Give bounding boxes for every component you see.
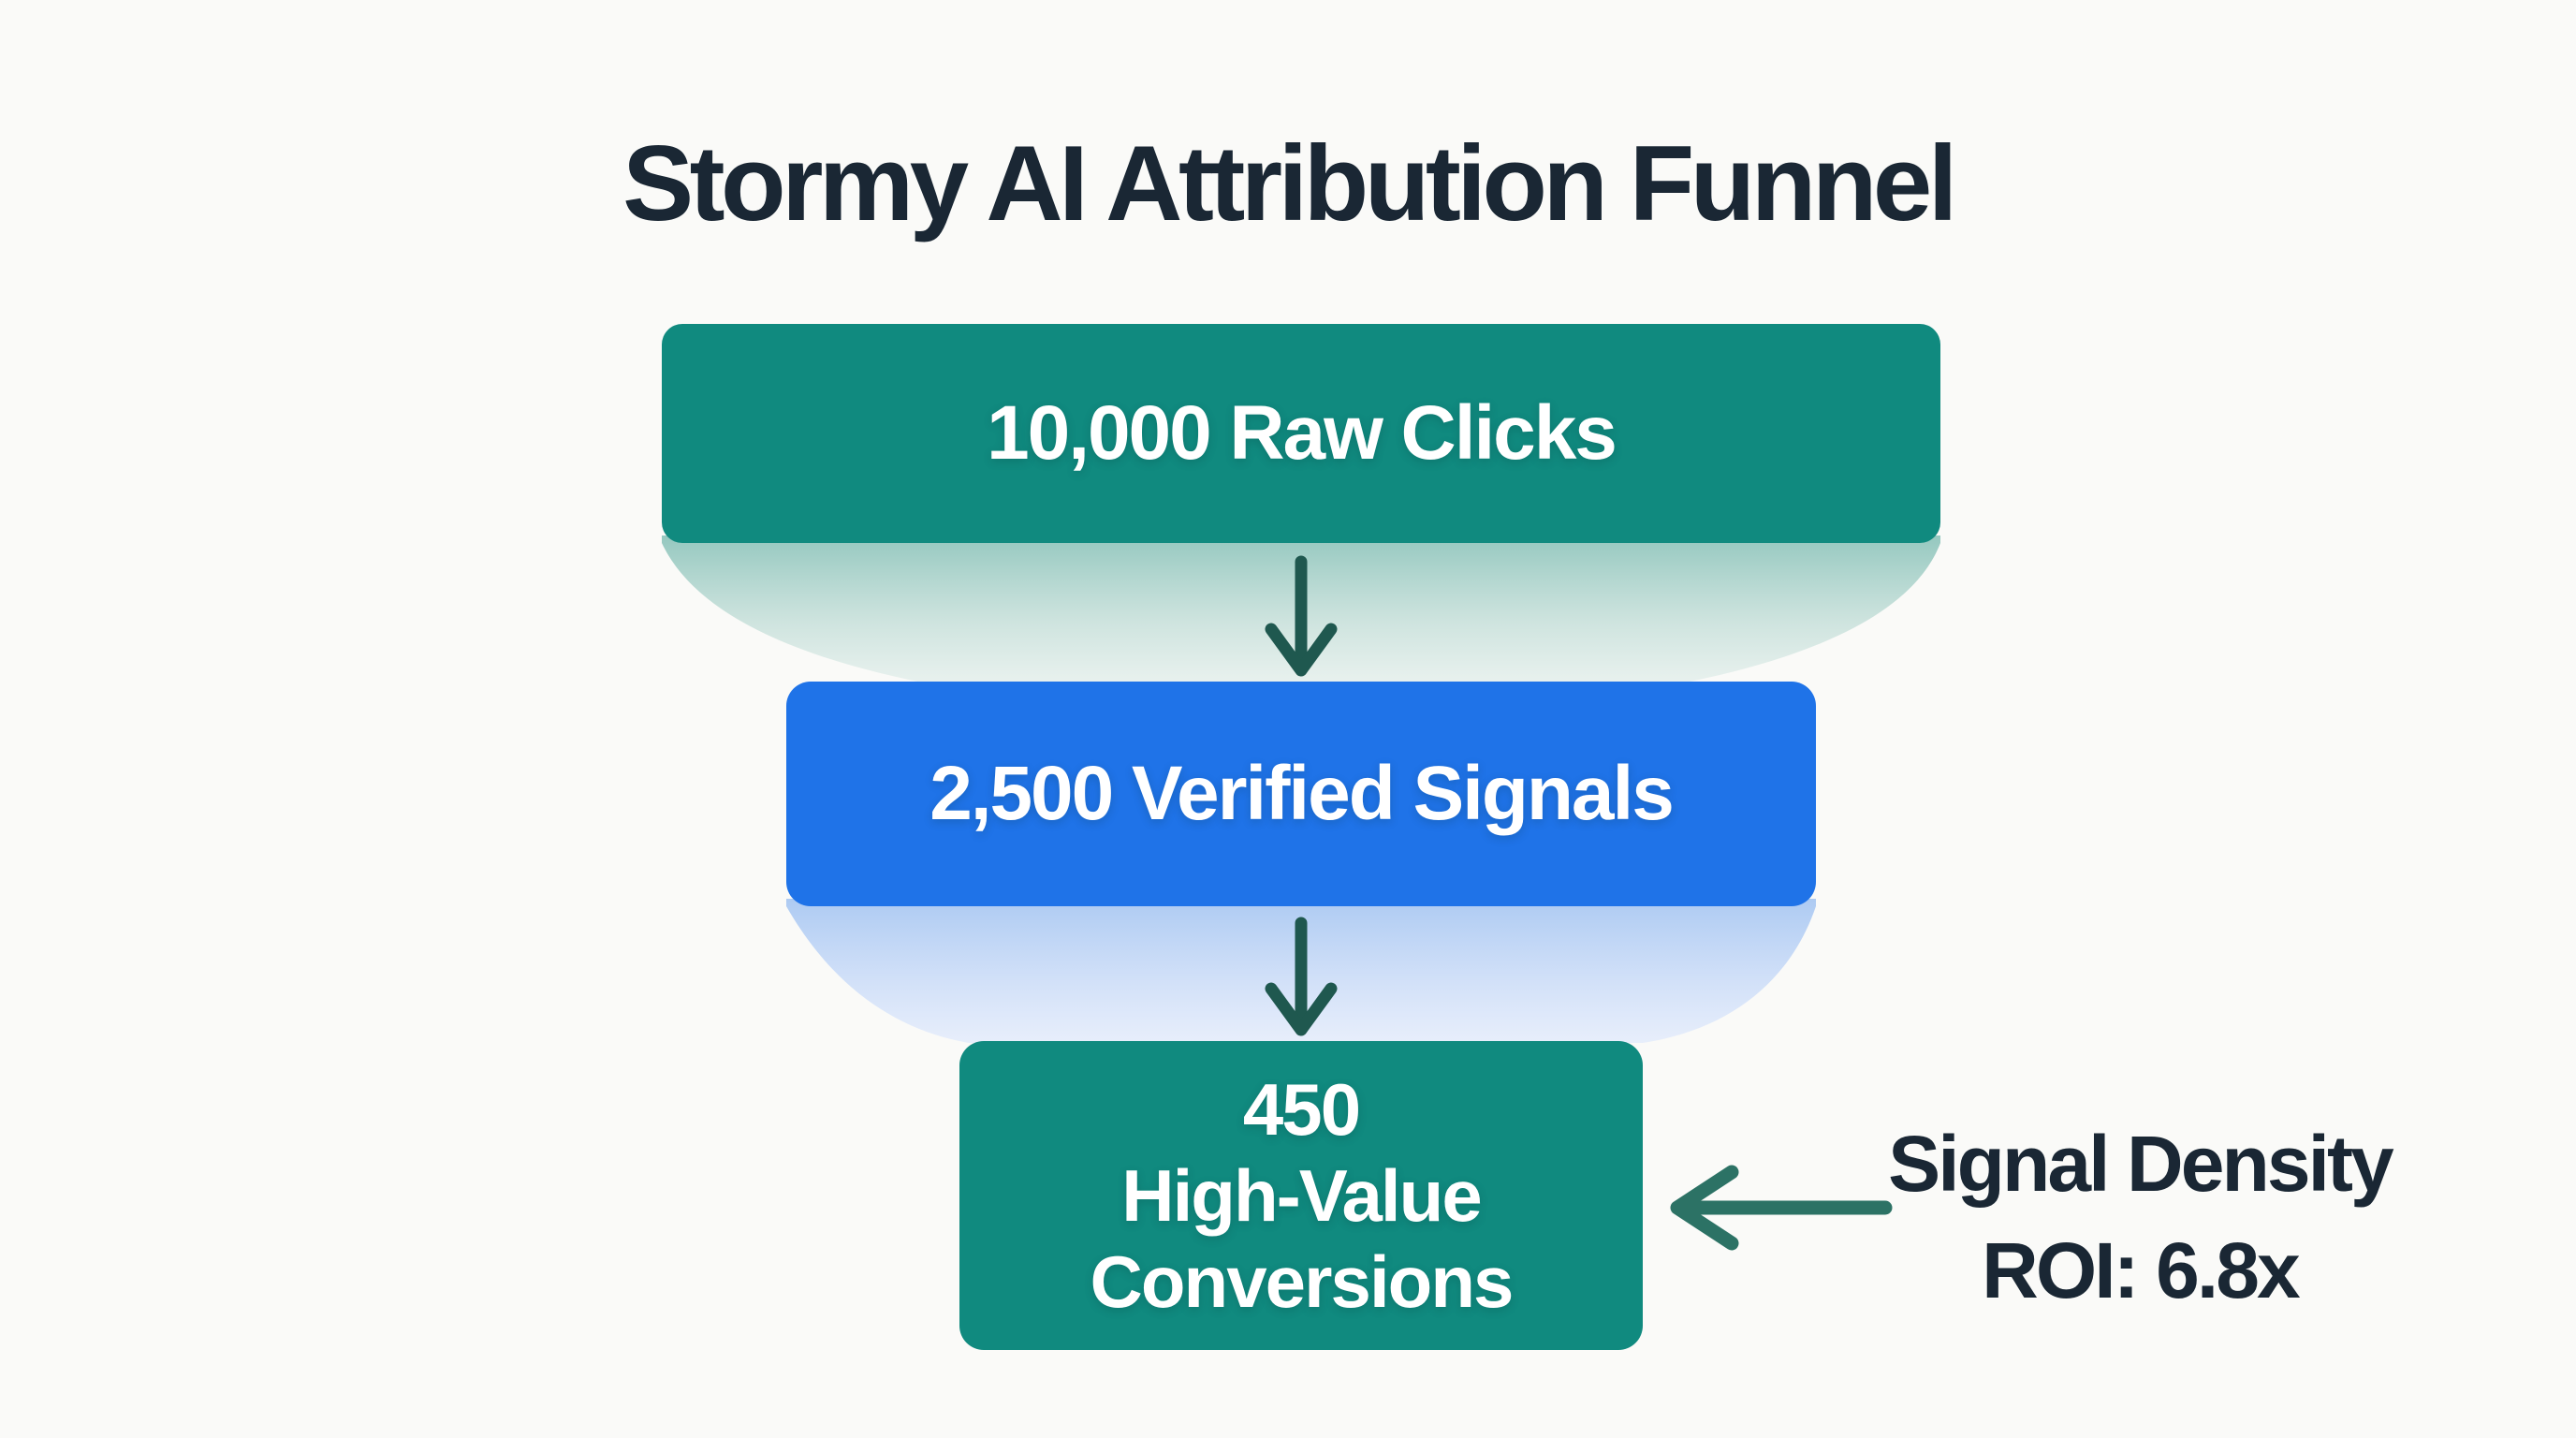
annotation-line-signal-density: Signal Density: [1888, 1120, 2394, 1208]
funnel-stage-verified-signals: 2,500 Verified Signals: [786, 682, 1816, 906]
arrow-down-icon: [1265, 555, 1338, 677]
annotation-label: Signal Density ROI: 6.8x: [1888, 1110, 2394, 1324]
arrow-left-icon: [1670, 1165, 1893, 1251]
arrow-down-icon: [1265, 917, 1338, 1036]
stage-label-line: 450: [1242, 1068, 1361, 1151]
stage-label: 10,000 Raw Clicks: [987, 390, 1617, 476]
stage-label-line: High-Value: [1121, 1154, 1483, 1237]
funnel-stage-raw-clicks: 10,000 Raw Clicks: [662, 324, 1940, 543]
stage-label-line: Conversions: [1090, 1240, 1514, 1323]
funnel-stage-high-value-conversions: 450 High-Value Conversions: [959, 1041, 1643, 1350]
page-title: Stormy AI Attribution Funnel: [622, 125, 1957, 243]
stage-label: 2,500 Verified Signals: [929, 751, 1675, 836]
annotation-line-roi: ROI: 6.8x: [1982, 1226, 2301, 1314]
stage-label: 450 High-Value Conversions: [1090, 1066, 1514, 1325]
